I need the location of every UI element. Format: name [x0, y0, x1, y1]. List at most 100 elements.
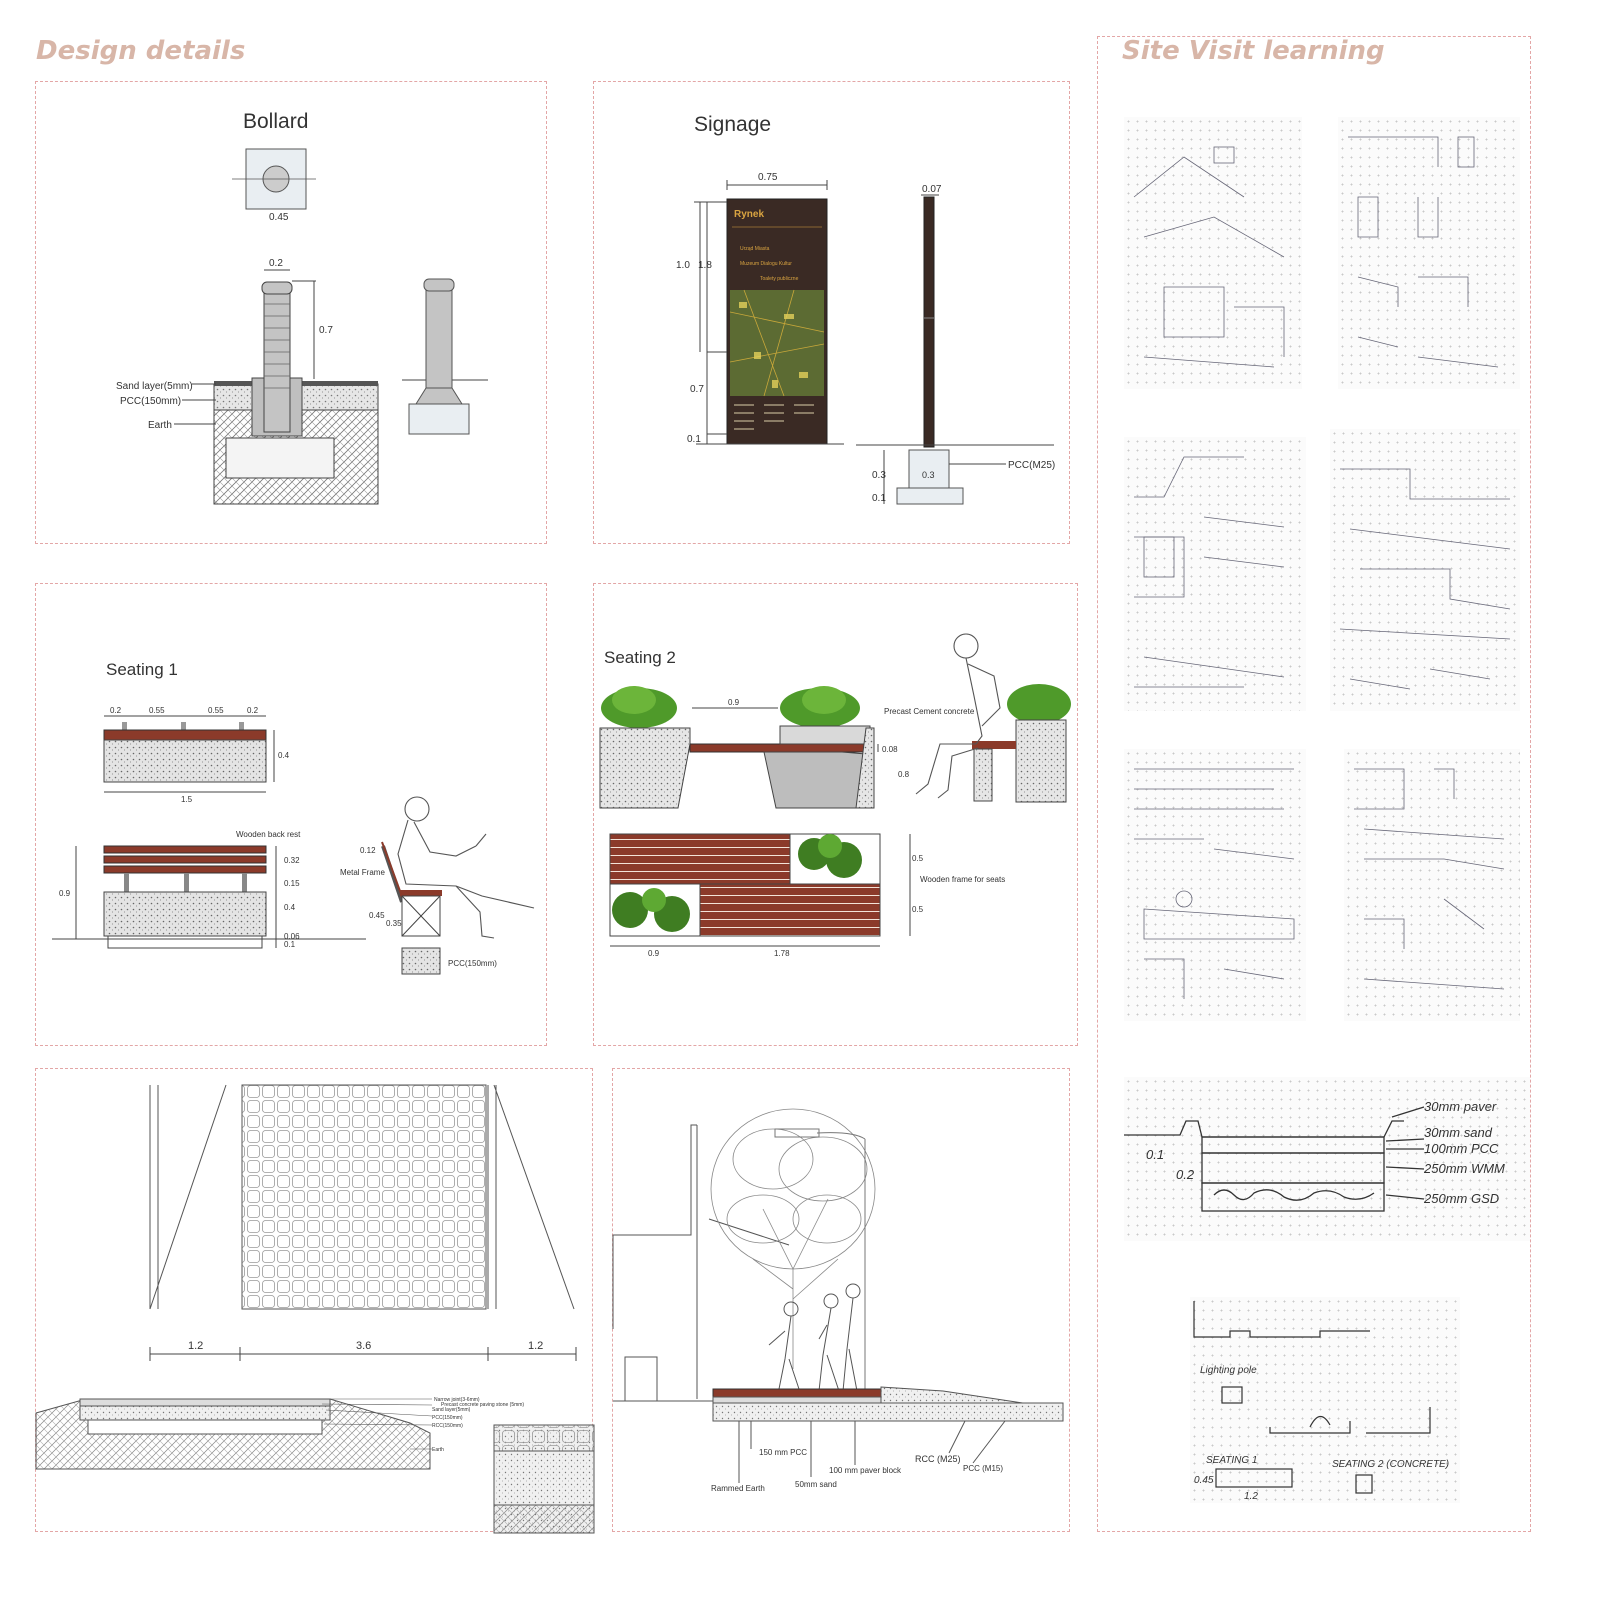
sketch-pavement-section: 30mm paver 30mm sand 100mm PCC 250mm WMM…	[1124, 1077, 1530, 1241]
seating1-total-height: 0.9	[59, 889, 71, 898]
sketch-sheet-4	[1330, 429, 1520, 711]
paving-layer-0: Narrow joint(3-6mm)	[434, 1397, 480, 1403]
street-label-2: 50mm sand	[795, 1480, 837, 1489]
seating1-pcc-label: PCC(150mm)	[448, 959, 497, 968]
sketch-pav-label-4: 250mm GSD	[1423, 1191, 1499, 1206]
seating1-topdim-1: 0.55	[149, 706, 165, 715]
seating2-title: Seating 2	[604, 648, 676, 667]
seating1-drawing: 0.2 0.55 0.55 0.2 0.4 1.5 Wooden back re…	[52, 706, 535, 975]
sketch-street-label-0: Lighting pole	[1200, 1365, 1257, 1376]
paving-panel: 1.2 3.6 1.2 Narrow joint(3-6mm) Precast …	[35, 1068, 595, 1534]
seating2-height-dim: 0.8	[898, 770, 910, 779]
seating1-topdim-2: 0.55	[208, 706, 224, 715]
signage-thick-dim: 0.07	[922, 184, 942, 195]
paving-layer-5: Earth	[432, 1447, 444, 1453]
seating1-elev-1: 0.15	[284, 879, 300, 888]
sketch-street-label-1: SEATING 1	[1206, 1455, 1258, 1466]
sketch-pav-label-2: 100mm PCC	[1424, 1141, 1499, 1156]
seating1-elev-2: 0.4	[284, 903, 296, 912]
seating2-thk-dim: 0.08	[882, 745, 898, 754]
street-label-3: 100 mm paver block	[829, 1466, 902, 1475]
site-heading: Site Visit learning	[1122, 36, 1385, 66]
sketch-street-label-4: 1.2	[1244, 1491, 1258, 1502]
seating2-plan-dim-2: 0.9	[648, 949, 660, 958]
signage-line-1: Muzeum Dialogu Kultur	[740, 261, 792, 267]
signage-panel: Signage 0.75 Rynek Urząd Miasta Muzeum D…	[593, 81, 1070, 544]
seating1-frame-label: Metal Frame	[340, 868, 385, 877]
paving-layer-3: PCC(150mm)	[432, 1415, 463, 1421]
seating1-panel: Seating 1 0.2 0.55 0.55 0.2 0.4 1.5 Wood…	[35, 583, 547, 1046]
street-label-1: Rammed Earth	[711, 1484, 765, 1493]
bollard-layer-2: Earth	[148, 420, 172, 431]
sketch-pav-label-3: 250mm WMM	[1423, 1161, 1505, 1176]
sketch-sheet-1	[1124, 117, 1302, 389]
seating1-length-dim: 1.5	[181, 795, 193, 804]
signage-title: Signage	[694, 113, 772, 136]
seating2-gap-dim: 0.9	[728, 698, 740, 707]
paving-drawing: 1.2 3.6 1.2 Narrow joint(3-6mm) Precast …	[35, 1084, 595, 1534]
street-label-5: PCC (M15)	[963, 1464, 1003, 1473]
signage-f2-dim: 0.1	[872, 493, 886, 504]
street-drawing: 150 mm PCC Rammed Earth 50mm sand 100 mm…	[612, 1108, 1064, 1493]
seating1-depth-dim: 0.4	[278, 751, 290, 760]
bollard-panel: Bollard 0.45	[35, 81, 547, 544]
seating1-sec-2: 0.35	[386, 919, 402, 928]
signage-line-2: Toalety publiczne	[760, 276, 799, 282]
sketch-pav-label-0: 30mm paver	[1424, 1099, 1497, 1114]
bollard-layer-0: Sand layer(5mm)	[116, 381, 193, 392]
street-label-0: 150 mm PCC	[759, 1448, 807, 1457]
seating1-sec-0: 0.12	[360, 846, 376, 855]
paving-dim-2: 1.2	[528, 1340, 543, 1352]
signage-line-0: Urząd Miasta	[740, 246, 770, 252]
seating2-drawing: 0.9 0.08 0.8 Precast Cement concrete 0.5	[599, 633, 1071, 958]
seating1-topdim-3: 0.2	[247, 706, 259, 715]
signage-drawing: 0.75 Rynek Urząd Miasta Muzeum Dialogu K…	[676, 172, 1055, 505]
sketch-sheet-5	[1124, 749, 1306, 1021]
signage-h1-dim: 1.0	[676, 260, 690, 271]
signage-width-dim: 0.75	[758, 172, 778, 183]
street-panel: 150 mm PCC Rammed Earth 50mm sand 100 mm…	[612, 1068, 1070, 1532]
bollard-layer-1: PCC(150mm)	[120, 396, 181, 407]
seating1-topdim-0: 0.2	[110, 706, 122, 715]
sketch-street-drawing: Lighting pole SEATING 1 SEATING 2 (CONCR…	[1193, 1301, 1449, 1502]
sketch-pav-label-6: 0.2	[1176, 1167, 1195, 1182]
signage-base-dim: 0.1	[687, 434, 701, 445]
sketch-street-label-3: 0.45	[1194, 1475, 1214, 1486]
paving-layer-4: RCC(150mm)	[432, 1423, 463, 1429]
signage-mid-dim: 0.7	[690, 384, 704, 395]
site-visit-panel: 30mm paver 30mm sand 100mm PCC 250mm WMM…	[1097, 36, 1531, 1532]
paving-layer-1: Precast concrete paving stone (5mm)	[441, 1402, 524, 1408]
bollard-plan-dim: 0.45	[269, 212, 289, 223]
sketch-pavement-drawing: 30mm paver 30mm sand 100mm PCC 250mm WMM…	[1124, 1099, 1505, 1212]
paving-dim-0: 1.2	[188, 1340, 203, 1352]
signage-f1-dim: 0.3	[872, 470, 886, 481]
seating1-backrest-label: Wooden back rest	[236, 830, 301, 839]
seating1-elev-0: 0.32	[284, 856, 300, 865]
signage-h2-dim: 1.8	[698, 260, 712, 271]
seating2-frame-label: Wooden frame for seats	[920, 875, 1005, 884]
paving-layer-2: Sand layer(5mm)	[432, 1407, 471, 1413]
sketch-sheet-3	[1124, 437, 1306, 711]
seating2-concrete-label: Precast Cement concrete	[884, 707, 975, 716]
seating1-title: Seating 1	[106, 660, 178, 679]
seating2-plan-dim-0: 0.5	[912, 854, 924, 863]
seating2-plan-dim-1: 0.5	[912, 905, 924, 914]
sketch-pav-label-1: 30mm sand	[1424, 1125, 1493, 1140]
bollard-drawing: 0.45 0.2 0.7 Sand layer(5mm) PCC(150mm) …	[116, 148, 488, 505]
seating2-panel: Seating 2 0.9 0.08 0.8 Precast Cement co…	[593, 583, 1078, 1046]
bollard-height-dim: 0.7	[319, 325, 333, 336]
design-heading: Design details	[36, 36, 246, 66]
bollard-width-dim: 0.2	[269, 258, 283, 269]
sketch-sheet-6	[1344, 749, 1520, 1021]
seating1-elev-3: 0.06	[284, 932, 300, 941]
sketch-street-plan: Lighting pole SEATING 1 SEATING 2 (CONCR…	[1190, 1297, 1460, 1503]
seating2-plan-dim-3: 1.78	[774, 949, 790, 958]
signage-f3-dim: 0.3	[922, 470, 935, 480]
seating1-sec-1: 0.45	[369, 911, 385, 920]
street-label-4: RCC (M25)	[915, 1454, 961, 1464]
signage-material: PCC(M25)	[1008, 460, 1055, 471]
sketch-sheet-2	[1338, 117, 1520, 389]
sketch-street-label-2: SEATING 2 (CONCRETE)	[1332, 1459, 1449, 1470]
sketch-pav-label-5: 0.1	[1146, 1147, 1164, 1162]
bollard-title: Bollard	[243, 110, 309, 133]
